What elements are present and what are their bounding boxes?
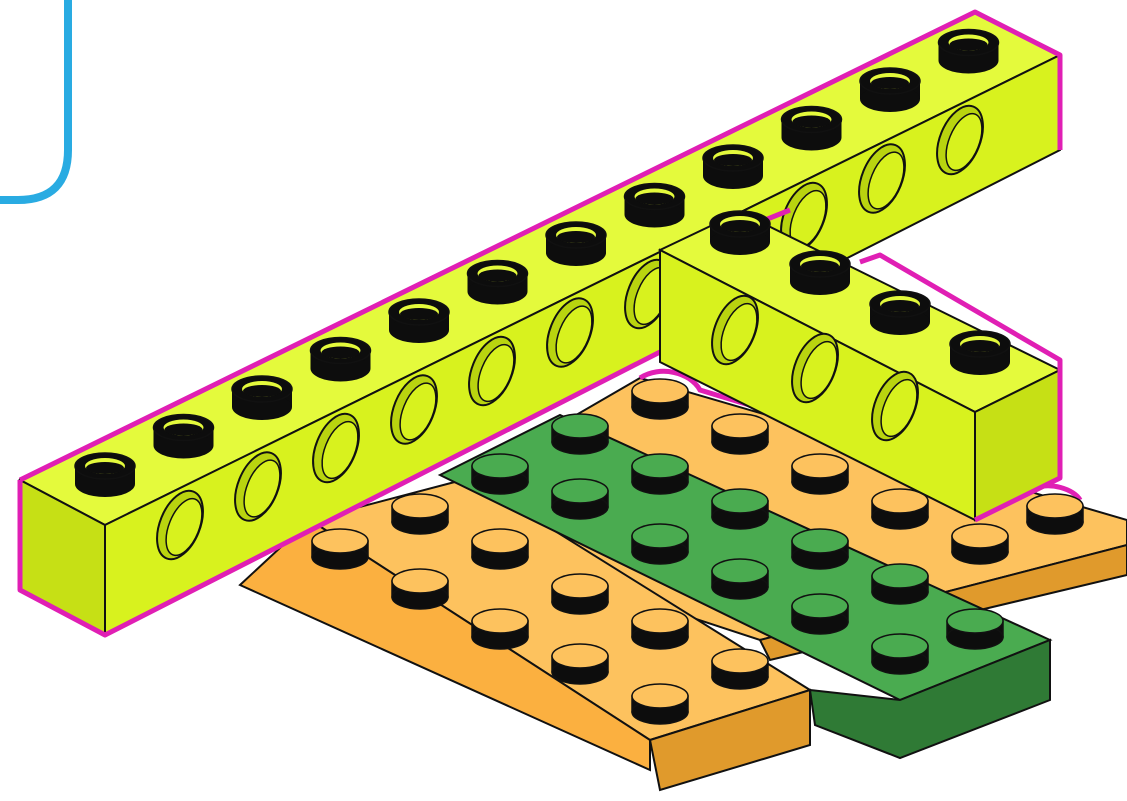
orange-front-stud: [552, 644, 608, 684]
orange-back-stud: [952, 524, 1008, 564]
orange-front-stud: [632, 609, 688, 649]
orange-back-stud: [632, 379, 688, 419]
green-plate-stud: [712, 489, 768, 529]
green-plate-stud: [792, 594, 848, 634]
short-beam-stud: [950, 331, 1010, 375]
green-plate-stud: [552, 479, 608, 519]
green-plate-stud: [632, 454, 688, 494]
long-beam-stud: [546, 222, 606, 266]
orange-front-stud: [712, 649, 768, 689]
green-plate-stud: [872, 564, 928, 604]
long-beam-stud: [154, 415, 214, 459]
long-beam-stud: [389, 299, 449, 343]
green-plate-stud: [712, 559, 768, 599]
long-beam-stud: [232, 376, 292, 420]
long-beam-stud: [939, 30, 999, 74]
long-beam-stud: [860, 68, 920, 112]
orange-front-stud: [632, 684, 688, 724]
long-beam-stud: [625, 184, 685, 228]
orange-front-stud: [472, 529, 528, 569]
short-beam-stud: [870, 291, 930, 335]
orange-back-stud: [872, 489, 928, 529]
long-beam-stud: [468, 261, 528, 305]
long-beam-stud: [311, 338, 371, 382]
orange-back-stud: [712, 414, 768, 454]
orange-front-stud: [312, 529, 368, 569]
long-beam-stud: [75, 453, 135, 497]
orange-front-stud: [392, 494, 448, 534]
long-beam-stud: [782, 107, 842, 151]
green-plate-stud: [632, 524, 688, 564]
orange-back-stud: [792, 454, 848, 494]
orange-front-stud: [472, 609, 528, 649]
green-plate-stud: [947, 609, 1003, 649]
green-plate-stud: [792, 529, 848, 569]
short-beam-stud: [710, 211, 770, 255]
green-plate-stud: [872, 634, 928, 674]
short-beam-stud: [790, 251, 850, 295]
orange-front-stud: [392, 569, 448, 609]
long-beam-stud: [703, 145, 763, 189]
green-plate-stud: [552, 414, 608, 454]
orange-front-stud: [552, 574, 608, 614]
orange-back-stud: [1027, 494, 1083, 534]
callout-frame: [0, 0, 68, 200]
green-plate-stud: [472, 454, 528, 494]
